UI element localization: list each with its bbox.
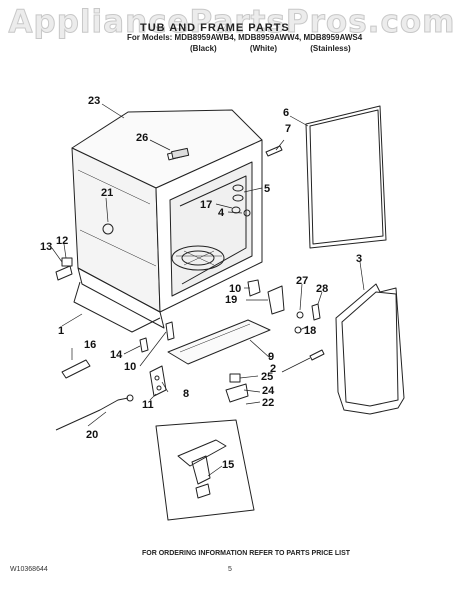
callout-8: 8 <box>183 388 189 400</box>
bracket-19 <box>267 285 285 315</box>
inlet-valve <box>191 455 211 485</box>
callout-28: 28 <box>316 283 328 295</box>
callout-10-upper: 10 <box>229 283 241 295</box>
callout-10-lower: 10 <box>124 361 136 373</box>
variant-stainless: (Stainless) <box>310 44 351 53</box>
variant-white: (White) <box>249 44 278 53</box>
leg-14 <box>139 337 149 353</box>
hinge-plate-lower <box>232 194 244 202</box>
part-25 <box>229 373 241 383</box>
callout-17: 17 <box>200 199 212 211</box>
callout-26: 26 <box>136 132 148 144</box>
screw-21 <box>102 223 114 235</box>
model-variants: (Black) (White) (Stainless) <box>190 44 382 53</box>
document-number: W10368644 <box>10 566 48 573</box>
part-24 <box>225 383 249 403</box>
part-18 <box>294 326 302 334</box>
variant-black: (Black) <box>190 44 217 53</box>
callout-11: 11 <box>142 399 154 411</box>
callout-2: 2 <box>270 363 276 375</box>
bracket-8 <box>149 365 167 397</box>
callout-6: 6 <box>283 107 289 119</box>
part-17 <box>231 206 241 214</box>
badge-26 <box>171 147 190 160</box>
screw-2 <box>309 349 325 361</box>
callout-15: 15 <box>222 459 234 471</box>
leg-10-upper <box>247 279 261 297</box>
callout-22: 22 <box>262 397 274 409</box>
callout-13: 13 <box>40 241 52 253</box>
valve-bracket <box>177 439 227 467</box>
toe-plate <box>167 319 271 365</box>
model-list: For Models: MDB8959AWB4, MDB8959AWW4, MD… <box>127 33 363 42</box>
screw-28 <box>311 303 321 321</box>
callout-5: 5 <box>264 183 270 195</box>
part-4 <box>243 209 251 217</box>
callout-21: 21 <box>101 187 113 199</box>
callout-labels: 23 26 6 7 5 21 17 4 13 12 3 27 28 10 19 … <box>40 95 362 471</box>
callout-1: 1 <box>58 325 64 337</box>
page-title: TUB AND FRAME PARTS <box>140 22 290 34</box>
callout-20: 20 <box>86 429 98 441</box>
hinge-plate <box>232 184 244 192</box>
callout-3: 3 <box>356 253 362 265</box>
valve-fitting-15 <box>195 483 211 499</box>
washer-27 <box>296 311 304 319</box>
door-seal <box>305 105 387 249</box>
tub-body <box>71 109 263 333</box>
callout-19: 19 <box>225 294 237 306</box>
callout-23: 23 <box>88 95 100 107</box>
clip-16 <box>61 359 91 379</box>
callout-4: 4 <box>218 207 225 219</box>
leg-10-lower <box>165 321 175 341</box>
callout-18: 18 <box>304 325 316 337</box>
callout-12: 12 <box>56 235 68 247</box>
callout-16: 16 <box>84 339 96 351</box>
door-seal-inner <box>309 109 384 245</box>
screw-7 <box>265 145 283 157</box>
ordering-note: FOR ORDERING INFORMATION REFER TO PARTS … <box>142 550 351 557</box>
watermark: AppliancePartsPros.com <box>8 4 456 41</box>
callout-24: 24 <box>262 385 275 397</box>
fitting-12 <box>61 257 73 267</box>
bottom-gasket-inner <box>341 291 399 407</box>
fitting-13 <box>55 265 73 281</box>
page-number: 5 <box>228 566 232 573</box>
cord-20 <box>55 397 129 431</box>
callout-25: 25 <box>261 371 273 383</box>
bottom-gasket <box>335 283 405 415</box>
callout-14: 14 <box>110 349 123 361</box>
callout-9: 9 <box>268 351 274 363</box>
callout-7: 7 <box>285 123 291 135</box>
inlet-valve-inset <box>155 419 255 521</box>
callout-27: 27 <box>296 275 308 287</box>
